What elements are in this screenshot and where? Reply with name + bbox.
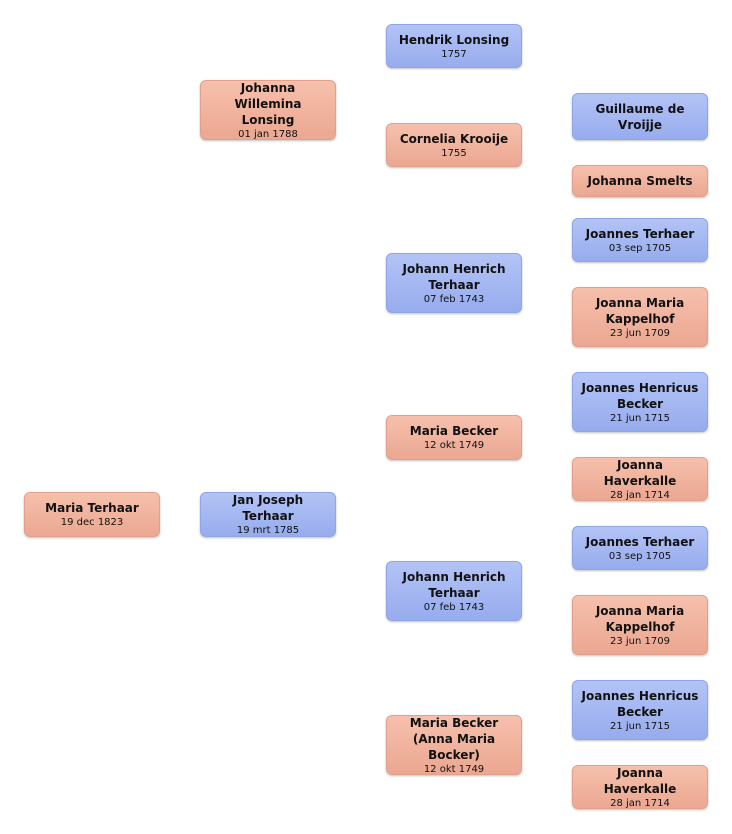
person-name: Guillaume de Vroijje xyxy=(595,101,685,132)
person-name: Cornelia Krooije xyxy=(399,131,509,146)
person-name: Johann Henrich Terhaar xyxy=(402,261,506,292)
person-date: 03 sep 1705 xyxy=(608,242,672,254)
person-joannes-henricus-becker-2[interactable]: Joannes Henricus Becker 21 jun 1715 xyxy=(572,680,708,740)
person-date: 21 jun 1715 xyxy=(610,720,670,732)
person-name: Maria Terhaar xyxy=(45,501,139,515)
person-name: Hendrik Lonsing xyxy=(398,32,510,47)
person-johanna-willemina-lonsing[interactable]: Johanna Willemina Lonsing 01 jan 1788 xyxy=(200,80,336,140)
person-date: 01 jan 1788 xyxy=(238,128,298,140)
person-joannes-terhaer[interactable]: Joannes Terhaer 03 sep 1705 xyxy=(572,218,708,262)
person-joannes-henricus-becker[interactable]: Joannes Henricus Becker 21 jun 1715 xyxy=(572,372,708,432)
person-date: 23 jun 1709 xyxy=(610,327,670,339)
person-joanna-maria-kappelhof-2[interactable]: Joanna Maria Kappelhof 23 jun 1709 xyxy=(572,595,708,655)
person-date: 12 okt 1749 xyxy=(423,763,485,775)
person-maria-becker[interactable]: Maria Becker 12 okt 1749 xyxy=(386,415,522,460)
person-date: 03 sep 1705 xyxy=(608,550,672,562)
person-date: 28 jan 1714 xyxy=(610,489,670,501)
person-date: 1755 xyxy=(441,147,467,159)
person-johann-henrich-terhaar[interactable]: Johann Henrich Terhaar 07 feb 1743 xyxy=(386,253,522,313)
person-maria-terhaar[interactable]: Maria Terhaar 19 dec 1823 xyxy=(24,492,160,537)
person-maria-becker-anna-maria-bocker[interactable]: Maria Becker (Anna Maria Bocker) 12 okt … xyxy=(386,715,522,775)
person-name: Joannes Terhaer xyxy=(585,226,695,241)
person-name: Joannes Henricus Becker xyxy=(581,688,699,719)
person-joanna-maria-kappelhof[interactable]: Joanna Maria Kappelhof 23 jun 1709 xyxy=(572,287,708,347)
person-name: Joannes Terhaer xyxy=(585,534,695,549)
person-guillaume-de-vroijje[interactable]: Guillaume de Vroijje xyxy=(572,93,708,140)
person-date: 19 mrt 1785 xyxy=(236,525,300,536)
person-name: Maria Becker xyxy=(409,424,499,438)
person-johanna-smelts[interactable]: Johanna Smelts xyxy=(572,165,708,197)
person-name: Joannes Henricus Becker xyxy=(581,380,699,411)
person-name: Jan Joseph Terhaar xyxy=(232,493,304,523)
person-johann-henrich-terhaar-2[interactable]: Johann Henrich Terhaar 07 feb 1743 xyxy=(386,561,522,621)
person-name: Joanna Haverkalle xyxy=(603,765,677,796)
person-date: 07 feb 1743 xyxy=(423,293,485,305)
person-cornelia-krooije[interactable]: Cornelia Krooije 1755 xyxy=(386,123,522,167)
person-joanna-haverkalle[interactable]: Joanna Haverkalle 28 jan 1714 xyxy=(572,457,708,501)
person-date: 28 jan 1714 xyxy=(610,797,670,809)
person-joanna-haverkalle-2[interactable]: Joanna Haverkalle 28 jan 1714 xyxy=(572,765,708,809)
person-name: Maria Becker (Anna Maria Bocker) xyxy=(409,715,499,762)
person-date: 23 jun 1709 xyxy=(610,635,670,647)
person-date: 21 jun 1715 xyxy=(610,412,670,424)
person-name: Johanna Willemina Lonsing xyxy=(234,80,302,127)
person-name: Johann Henrich Terhaar xyxy=(402,569,506,600)
person-name: Joanna Haverkalle xyxy=(603,457,677,488)
person-date: 1757 xyxy=(441,48,467,60)
person-date: 19 dec 1823 xyxy=(60,517,124,528)
person-date: 12 okt 1749 xyxy=(423,440,485,451)
person-jan-joseph-terhaar[interactable]: Jan Joseph Terhaar 19 mrt 1785 xyxy=(200,492,336,537)
person-name: Johanna Smelts xyxy=(587,174,693,188)
person-date: 07 feb 1743 xyxy=(423,601,485,613)
person-name: Joanna Maria Kappelhof xyxy=(595,295,685,326)
person-hendrik-lonsing[interactable]: Hendrik Lonsing 1757 xyxy=(386,24,522,68)
person-name: Joanna Maria Kappelhof xyxy=(595,603,685,634)
person-joannes-terhaer-2[interactable]: Joannes Terhaer 03 sep 1705 xyxy=(572,526,708,570)
